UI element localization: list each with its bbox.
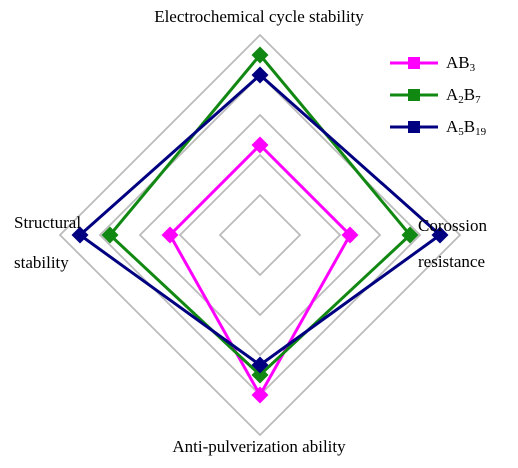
axis-label-structural-stability: Structural stability (14, 203, 81, 283)
axis-label-corossion-resistance-line1: Corossion (418, 216, 487, 235)
chart-legend: AB3 A2B7 A5B19 (384, 50, 508, 146)
legend-item-ab3: AB3 (384, 50, 508, 76)
axis-label-corossion-resistance-line2: resistance (418, 252, 486, 271)
legend-label-ab3: AB3 (446, 53, 476, 74)
grid-ring-2 (218, 193, 302, 277)
point-a2b7-anti-pulverization-ability (251, 366, 269, 384)
axis-label-structural-stability-line2: stability (14, 253, 69, 272)
legend-swatch-ab3 (390, 57, 438, 69)
grid-ring-10 (58, 33, 462, 437)
point-a2b7-structural-stability (101, 226, 119, 244)
grid-ring-6 (138, 113, 382, 357)
point-a5b19-structural-stability (71, 226, 89, 244)
point-ab3-electrochemical-cycle-stability (251, 136, 269, 154)
grid-ring-4 (178, 153, 342, 317)
axis-label-corossion-resistance: Corossion resistance (418, 208, 487, 280)
legend-item-a5b19: A5B19 (384, 114, 508, 140)
point-a5b19-corossion-resistance (431, 226, 449, 244)
legend-item-a2b7: A2B7 (384, 82, 508, 108)
series-ab3 (161, 136, 359, 404)
point-ab3-anti-pulverization-ability (251, 386, 269, 404)
radar-series-layer (71, 46, 449, 404)
series-a2b7 (101, 46, 419, 384)
axis-label-structural-stability-line1: Structural (14, 213, 82, 232)
legend-label-a2b7: A2B7 (446, 85, 481, 106)
legend-swatch-a2b7 (390, 89, 438, 101)
axis-label-electrochemical-cycle-stability: Electrochemical cycle stability (154, 7, 364, 26)
point-a2b7-corossion-resistance (401, 226, 419, 244)
grid-ring-8 (98, 73, 422, 397)
point-ab3-structural-stability (161, 226, 179, 244)
series-a5b19 (71, 66, 449, 374)
point-ab3-corossion-resistance (341, 226, 359, 244)
legend-swatch-a5b19 (390, 121, 438, 133)
point-a5b19-anti-pulverization-ability (251, 356, 269, 374)
legend-label-a5b19: A5B19 (446, 117, 487, 138)
series-line-a2b7 (107, 52, 413, 378)
point-a5b19-electrochemical-cycle-stability (251, 66, 269, 84)
axis-label-anti-pulverization-ability: Anti-pulverization ability (172, 437, 346, 456)
